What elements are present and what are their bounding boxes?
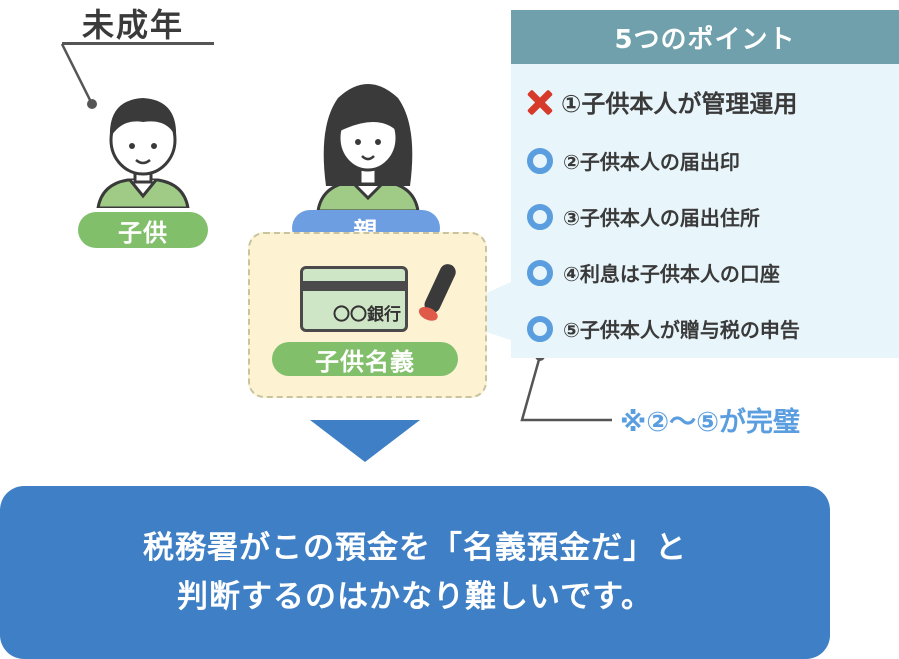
circle-check-icon (527, 259, 553, 286)
minor-label: 未成年 (82, 6, 185, 44)
circle-check-icon (527, 203, 553, 230)
bank-card-label: 〇〇銀行 (333, 305, 401, 325)
child-avatar-icon (96, 98, 190, 208)
circle-check-icon (527, 315, 553, 342)
conclusion-line-2: 判断するのはかなり難しいです。 (177, 578, 653, 615)
point-text: ⑤子供本人が贈与税の申告 (563, 318, 800, 342)
point-item-4: ④利息は子供本人の口座 (527, 258, 780, 287)
point-item-1: ①子供本人が管理運用 (527, 84, 797, 119)
point-text: ②子供本人の届出印 (563, 150, 740, 174)
five-points-panel: 5つのポイント ①子供本人が管理運用 ②子供本人の届出印 ③子供本人の届出住所 … (511, 10, 899, 358)
conclusion-box: 税務署がこの預金を「名義預金だ」と 判断するのはかなり難しいです。 (0, 486, 830, 659)
account-name-label: 子供名義 (272, 342, 458, 376)
minor-leader-line (60, 43, 94, 105)
child-label: 子供 (78, 212, 208, 248)
point-item-5: ⑤子供本人が贈与税の申告 (527, 314, 800, 343)
down-arrow-icon (310, 420, 420, 462)
point-item-2: ②子供本人の届出印 (527, 146, 740, 175)
minor-underline (62, 42, 214, 45)
parent-avatar-icon (316, 84, 420, 211)
note-text: ※②〜⑤が完璧 (620, 407, 800, 438)
seal-stamp-icon (418, 264, 456, 321)
point-text: ①子供本人が管理運用 (561, 90, 798, 118)
point-text: ④利息は子供本人の口座 (563, 262, 780, 286)
conclusion-line-1: 税務署がこの預金を「名義預金だ」と (143, 530, 687, 567)
cross-icon (527, 89, 553, 115)
five-points-title: 5つのポイント (511, 10, 899, 64)
point-item-3: ③子供本人の届出住所 (527, 202, 760, 231)
bank-card-icon: 〇〇銀行 (300, 266, 408, 332)
note-leader-line (520, 355, 612, 422)
circle-check-icon (527, 147, 553, 174)
point-text: ③子供本人の届出住所 (563, 206, 760, 230)
minor-leader-dot (87, 99, 97, 109)
card-stripe (303, 281, 405, 291)
